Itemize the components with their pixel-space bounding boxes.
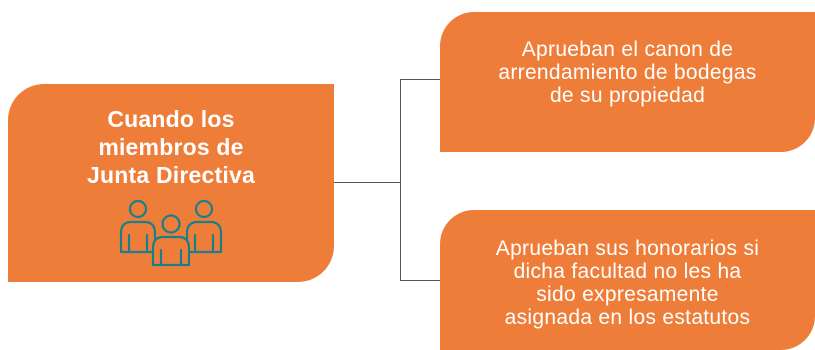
child-node-1-text: Aprueban el canon de arrendamiento de bo… — [498, 37, 757, 107]
child-node-1: Aprueban el canon de arrendamiento de bo… — [440, 12, 815, 152]
child-node-2: Aprueban sus honorarios si dicha faculta… — [440, 210, 815, 350]
main-node: Cuando los miembros de Junta Directiva — [8, 84, 334, 282]
connector-main — [334, 182, 400, 183]
connector-vertical — [400, 79, 401, 280]
people-group-icon — [119, 199, 223, 267]
connector-top-branch — [400, 79, 440, 80]
connector-bottom-branch — [400, 280, 440, 281]
child-node-2-text: Aprueban sus honorarios si dicha faculta… — [495, 237, 760, 329]
main-node-title: Cuando los miembros de Junta Directiva — [87, 106, 255, 188]
